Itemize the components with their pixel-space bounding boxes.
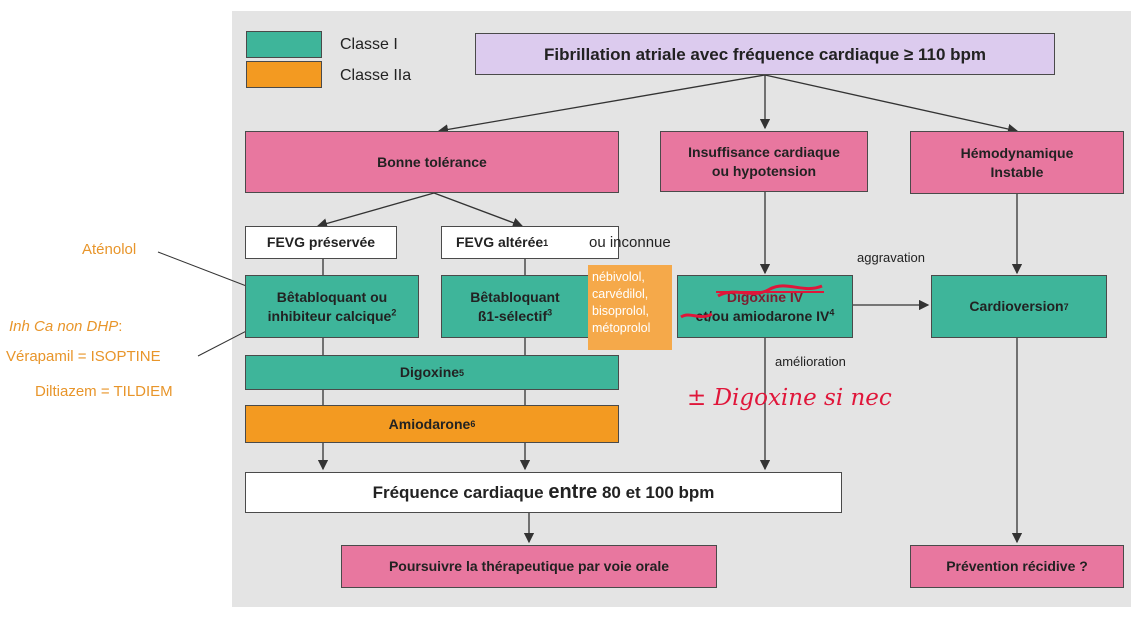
betabloquant-b1-footnote: 3 — [547, 306, 553, 317]
frequence-label-a: Fréquence cardiaque — [372, 483, 549, 502]
bonne-tolerance-label: Bonne tolérance — [377, 153, 487, 170]
legend-swatch-class1 — [246, 31, 322, 58]
amiodarone-iv-node: Digoxine IV et/ou amiodarone IV4 — [677, 275, 853, 338]
cardioversion-label: Cardioversion — [969, 298, 1064, 314]
hemodynamique-label-line2: Instable — [990, 163, 1044, 180]
prevention-label: Prévention récidive ? — [946, 558, 1088, 574]
betabloquant-label-line2: inhibiteur calcique — [267, 307, 392, 324]
frequence-label-c: 80 et 100 bpm — [597, 483, 715, 502]
amiodarone-iv-label-line2: et/ou amiodarone IV — [695, 307, 830, 324]
beta1-drug-list: nébivolol, carvédilol, bisoprolol, métop… — [588, 265, 672, 350]
betabloquant-b1-label-line2: ß1-sélectif — [477, 307, 548, 324]
betabloquant-node: Bêtabloquant ou inhibiteur calcique2 — [245, 275, 419, 338]
betabloquant-footnote: 2 — [391, 306, 397, 317]
poursuivre-label: Poursuivre la thérapeutique par voie ora… — [388, 558, 670, 574]
betabloquant-label-line1: Bêtabloquant ou — [276, 288, 388, 305]
fevg-alteree-label: FEVG altérée — [456, 234, 544, 250]
fevg-inconnue-note: ou inconnue — [589, 234, 671, 251]
hemodynamique-label-line1: Hémodynamique — [960, 144, 1074, 161]
insuffisance-node: Insuffisance cardiaque ou hypotension — [660, 131, 868, 192]
beta1-drug-1: nébivolol, — [592, 270, 645, 284]
hemodynamique-node: Hémodynamique Instable — [910, 131, 1124, 194]
amiodarone-iv-footnote: 4 — [829, 306, 835, 317]
aggravation-label: aggravation — [857, 250, 925, 265]
frequence-label-b: entre — [548, 481, 598, 503]
legend-swatch-class2a — [246, 61, 322, 88]
fevg-preservee-label: FEVG préservée — [266, 234, 376, 250]
beta1-drug-3: bisoprolol, — [592, 304, 649, 318]
atenolol-note: Aténolol — [82, 241, 137, 258]
bonne-tolerance-node: Bonne tolérance — [245, 131, 619, 193]
start-node: Fibrillation atriale avec fréquence card… — [475, 33, 1055, 75]
handwritten-digoxine-note: ± Digoxine si nec — [687, 385, 892, 411]
prevention-node: Prévention récidive ? — [910, 545, 1124, 588]
insuffisance-label-line2: ou hypotension — [711, 162, 817, 179]
frequence-cible-node: Fréquence cardiaque entre 80 et 100 bpm — [245, 472, 842, 513]
insuffisance-label-line1: Insuffisance cardiaque — [688, 143, 840, 160]
inh-ca-colon: : — [118, 318, 123, 335]
legend-label-class1: Classe I — [340, 36, 398, 53]
amiodarone-label: Amiodarone — [388, 415, 471, 432]
fevg-preservee-node: FEVG préservée — [245, 226, 397, 259]
betabloquant-b1-node: Bêtabloquant ß1-sélectif3 — [441, 275, 589, 338]
beta1-drug-4: métoprolol — [592, 321, 651, 335]
inh-ca-text: Inh Ca non DHP — [9, 318, 119, 335]
betabloquant-b1-label-line1: Bêtabloquant — [470, 288, 560, 305]
inh-ca-note: Inh Ca non DHP: — [9, 318, 122, 335]
legend-label-class2a: Classe IIa — [340, 67, 412, 84]
amelioration-label: amélioration — [775, 354, 846, 369]
verapamil-note: Vérapamil = ISOPTINE — [6, 348, 161, 365]
diltiazem-note: Diltiazem = TILDIEM — [35, 383, 173, 400]
start-node-label: Fibrillation atriale avec fréquence card… — [543, 44, 987, 64]
digoxine-label: Digoxine — [399, 364, 460, 380]
poursuivre-node: Poursuivre la thérapeutique par voie ora… — [341, 545, 717, 588]
beta1-drug-2: carvédilol, — [592, 287, 649, 301]
